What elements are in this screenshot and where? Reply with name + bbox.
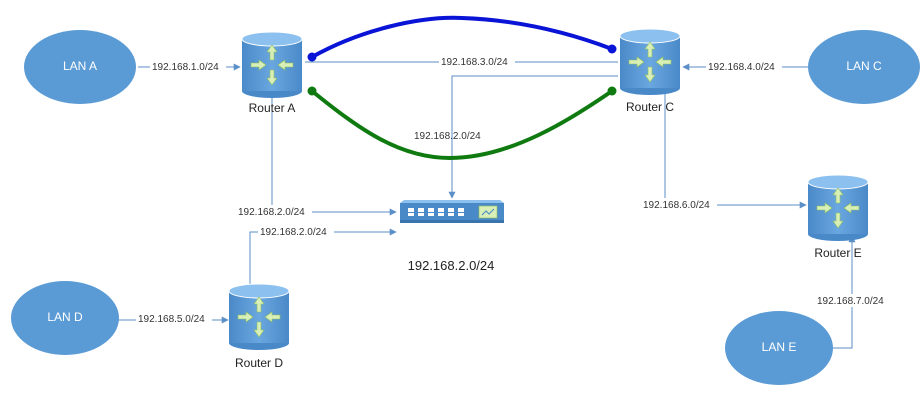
router-icon [807,174,869,242]
lan-e-label: LAN E [762,340,797,354]
link-router-c-router-e [664,94,807,209]
green-path-end-a [307,86,317,96]
router-icon [228,283,290,351]
router-e-label: Router E [814,246,861,260]
blue-path-end-c [607,44,617,54]
lan-d-label: LAN D [47,310,83,324]
label-router-d-switch: 192.168.2.0/24 [260,227,327,238]
blue-path [311,15,613,59]
blue-path-end-a [307,52,317,62]
router-d-label: Router D [235,356,283,370]
label-router-a-router-c: 192.168.3.0/24 [441,57,508,68]
label-lan-c-router-c: 192.168.4.0/24 [708,62,775,73]
label-lan-a-router-a: 192.168.1.0/24 [152,62,219,73]
router-a-label: Router A [249,101,296,115]
switch: 192.168.2.0/24 [400,200,504,273]
link-router-d-switch [249,228,397,288]
lan-c-label: LAN C [846,59,882,73]
lan-a: LAN A [24,30,136,104]
lan-d: LAN D [11,281,119,355]
lan-e: LAN E [725,311,833,385]
green-path-end-c [607,86,617,96]
label-lan-d-router-d: 192.168.5.0/24 [138,314,205,325]
router-c: Router C [619,28,681,114]
router-icon [241,31,303,99]
label-router-c-router-e: 192.168.6.0/24 [643,200,710,211]
label-router-a-switch: 192.168.2.0/24 [238,207,305,218]
router-icon [619,28,681,96]
link-lan-e-router-e [832,235,856,349]
label-router-c-switch: 192.168.2.0/24 [414,131,481,142]
lan-c: LAN C [808,30,920,104]
switch-label: 192.168.2.0/24 [408,258,495,273]
router-e: Router E [807,174,869,260]
router-c-label: Router C [626,100,674,114]
label-lan-e-router-e: 192.168.7.0/24 [817,296,884,307]
lan-a-label: LAN A [63,59,97,73]
router-d: Router D [228,283,290,370]
router-a: Router A [241,31,303,115]
switch-icon [400,200,504,223]
green-path [310,89,614,161]
